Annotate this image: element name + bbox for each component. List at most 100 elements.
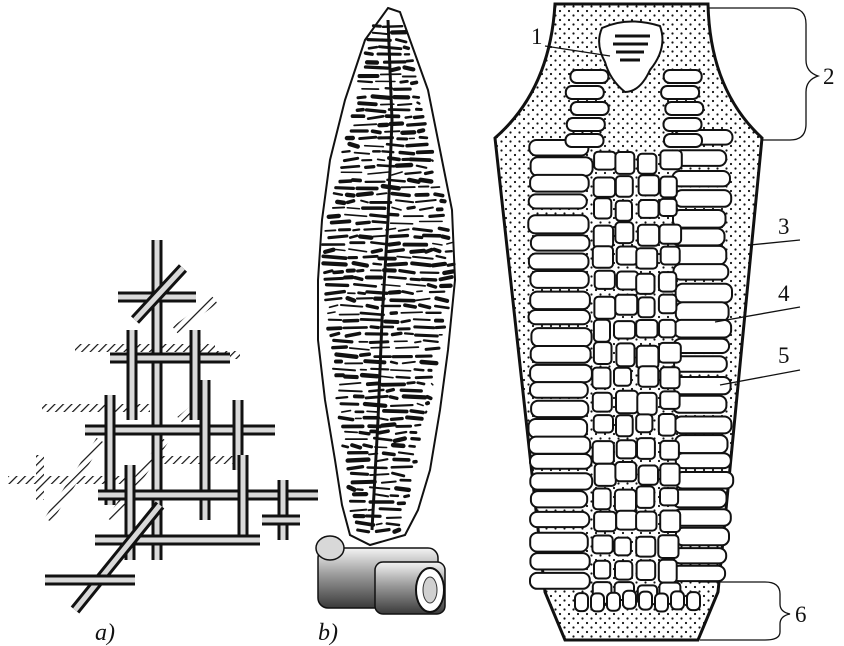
crystal-texture-stroke <box>337 397 348 398</box>
crystal-texture-stroke <box>405 172 420 173</box>
crystal-texture-stroke <box>368 40 390 41</box>
crystal-texture-stroke <box>387 390 393 392</box>
crystal-texture-stroke <box>369 47 377 48</box>
crystal-texture-stroke <box>387 524 399 526</box>
caption-b: b) <box>318 620 338 646</box>
grain <box>530 512 589 527</box>
grain <box>671 591 684 609</box>
crystal-texture-stroke <box>373 26 380 27</box>
crystal-texture-stroke <box>367 306 377 308</box>
grain <box>615 490 636 512</box>
crystal-texture-stroke <box>344 327 367 328</box>
ingot-cross-section: 1 2 3 4 5 6 <box>495 4 835 640</box>
dendrite-skeleton-drawing: a) <box>8 240 318 646</box>
crystal-texture-stroke <box>397 377 410 378</box>
grain <box>575 593 588 611</box>
grain <box>660 488 678 505</box>
crystal-texture-stroke <box>348 467 362 469</box>
grain <box>530 365 592 382</box>
crystal-texture-stroke <box>366 67 388 68</box>
grain <box>567 118 605 131</box>
crystal-texture-stroke <box>333 207 344 208</box>
grain <box>592 536 612 554</box>
grain <box>529 437 590 454</box>
grain <box>594 226 613 248</box>
crystal-texture-stroke <box>411 279 419 280</box>
grain <box>638 225 659 246</box>
grain <box>616 511 637 530</box>
crystal-texture-stroke <box>358 193 372 195</box>
grain <box>594 152 616 170</box>
grain <box>660 150 681 169</box>
grain <box>637 561 656 581</box>
grain <box>637 438 655 459</box>
crystal-texture-stroke <box>414 97 419 98</box>
grain <box>594 198 611 218</box>
grain <box>530 382 588 398</box>
grain <box>672 566 725 581</box>
dendrite-front-branches <box>45 240 318 610</box>
grain <box>676 528 729 546</box>
crystal-texture-stroke <box>395 439 405 441</box>
crystal-texture-stroke <box>360 137 376 138</box>
grain <box>530 292 590 310</box>
crystal-texture-stroke <box>415 237 422 238</box>
crystal-texture-stroke <box>345 432 357 433</box>
crystal-texture-stroke <box>331 333 339 335</box>
crystal-texture-stroke <box>355 278 362 280</box>
crystal-texture-stroke <box>400 153 413 154</box>
grain <box>593 393 612 412</box>
crystal-texture-stroke <box>373 264 381 265</box>
grain <box>661 247 680 265</box>
grain <box>674 377 731 394</box>
crystal-texture-stroke <box>430 215 443 216</box>
crystal-texture-stroke <box>393 445 403 446</box>
grain <box>531 491 587 507</box>
crystal-texture-stroke <box>373 250 382 252</box>
crystal-texture-stroke <box>396 347 419 348</box>
grain <box>529 419 588 438</box>
crystal-texture-stroke <box>448 264 454 265</box>
grain <box>530 473 592 489</box>
grain <box>659 272 676 292</box>
grain <box>639 200 659 218</box>
crystal-texture-stroke <box>342 166 359 167</box>
grain <box>615 462 636 481</box>
crystal-texture-stroke <box>364 256 377 257</box>
crystal-texture-stroke <box>427 397 430 399</box>
crystal-texture-stroke <box>346 334 359 337</box>
crystal-texture-stroke <box>333 347 347 348</box>
crystal-texture-stroke <box>380 509 400 510</box>
grain <box>665 102 703 115</box>
crystal-texture-stroke <box>347 208 359 209</box>
grain <box>675 472 733 489</box>
crystal-texture-stroke <box>361 313 384 315</box>
crystal-texture-stroke <box>401 390 421 391</box>
grain <box>531 401 588 417</box>
crystal-texture-stroke <box>367 411 378 412</box>
crystal-texture-stroke <box>347 195 353 196</box>
crystal-texture-stroke <box>360 433 369 434</box>
crystal-texture-stroke <box>401 312 422 313</box>
grain <box>617 247 638 265</box>
crystal-texture-stroke <box>406 117 412 118</box>
crystal-texture-stroke <box>343 446 348 447</box>
crystal-texture-stroke <box>421 180 432 182</box>
grain <box>676 302 729 321</box>
svg-text:1: 1 <box>531 24 543 49</box>
grain <box>531 328 591 346</box>
crystal-texture-stroke <box>359 103 376 104</box>
crystal-texture-stroke <box>378 165 394 166</box>
crystal-texture-stroke <box>362 375 377 376</box>
crystal-texture-stroke <box>408 207 414 208</box>
crystal-texture-stroke <box>389 243 399 244</box>
grain <box>636 274 654 294</box>
crystal-texture-stroke <box>334 272 342 273</box>
svg-text:2: 2 <box>823 64 835 89</box>
grain <box>594 320 610 342</box>
crystal-texture-stroke <box>365 146 384 147</box>
crystal-texture-stroke <box>358 530 369 532</box>
grain <box>675 190 731 207</box>
crystal-texture-stroke <box>325 230 335 231</box>
grain <box>639 175 659 195</box>
